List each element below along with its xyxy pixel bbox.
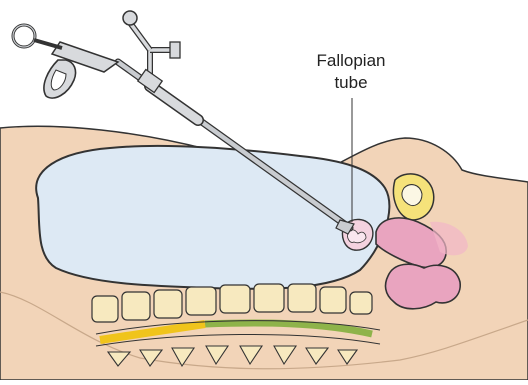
port-cap	[170, 42, 180, 58]
rectum	[386, 264, 461, 309]
port-valve	[123, 11, 137, 25]
vertebra	[350, 292, 372, 314]
vertebra	[288, 284, 316, 312]
label-line-2: tube	[296, 72, 406, 94]
fallopian-tube-label: Fallopian tube	[296, 50, 406, 94]
vertebra	[220, 285, 250, 313]
vertebra	[154, 290, 182, 318]
vertebra	[320, 287, 346, 313]
vertebra	[122, 292, 150, 320]
vertebra	[186, 287, 216, 315]
label-line-1: Fallopian	[296, 50, 406, 72]
vertebra	[254, 284, 284, 312]
vertebra	[92, 296, 118, 322]
